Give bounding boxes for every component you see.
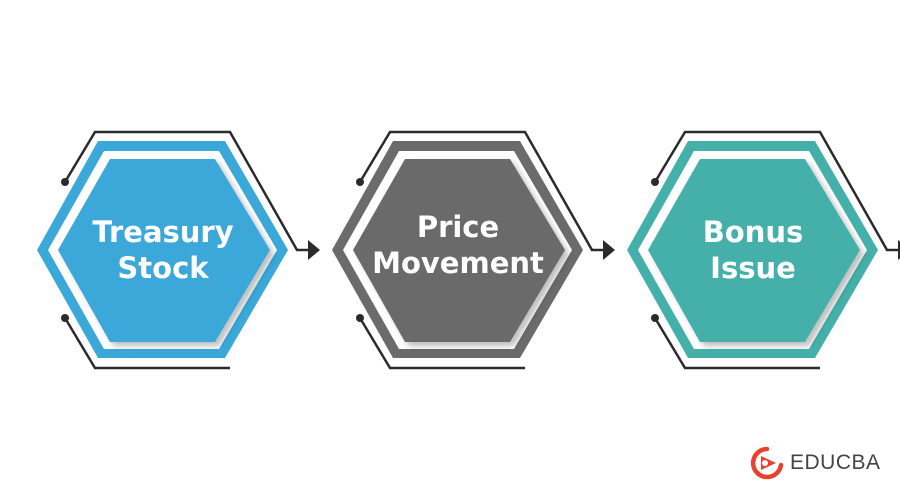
brand-name: EDUCBA bbox=[790, 451, 881, 474]
educba-logo: EDUCBA bbox=[750, 446, 881, 480]
hexagon-inner bbox=[648, 159, 860, 342]
connector-line-bottom bbox=[63, 317, 230, 370]
step-label: Movement bbox=[372, 246, 544, 280]
step-label: Issue bbox=[710, 251, 796, 285]
connector-line-bottom bbox=[653, 317, 820, 370]
arrow-icon bbox=[603, 240, 615, 260]
connector-line-top bbox=[358, 130, 607, 252]
arrow-icon bbox=[308, 240, 320, 260]
connector-line-top bbox=[63, 130, 312, 252]
hexagon-inner bbox=[353, 159, 565, 342]
connector-dot bbox=[356, 178, 364, 186]
step-label: Bonus bbox=[703, 215, 804, 249]
connector-dot bbox=[61, 178, 69, 186]
connector-line-bottom bbox=[358, 317, 525, 370]
step-label: Price bbox=[417, 210, 499, 244]
connector-dot bbox=[61, 314, 69, 322]
connector-line-top bbox=[653, 130, 900, 252]
educba-logo-icon bbox=[750, 446, 784, 480]
connector-dot bbox=[651, 178, 659, 186]
step-label: Stock bbox=[117, 251, 209, 285]
connector-dot bbox=[651, 314, 659, 322]
step-label: Treasury bbox=[92, 215, 233, 249]
hexagon-inner bbox=[58, 159, 270, 342]
connector-dot bbox=[356, 314, 364, 322]
